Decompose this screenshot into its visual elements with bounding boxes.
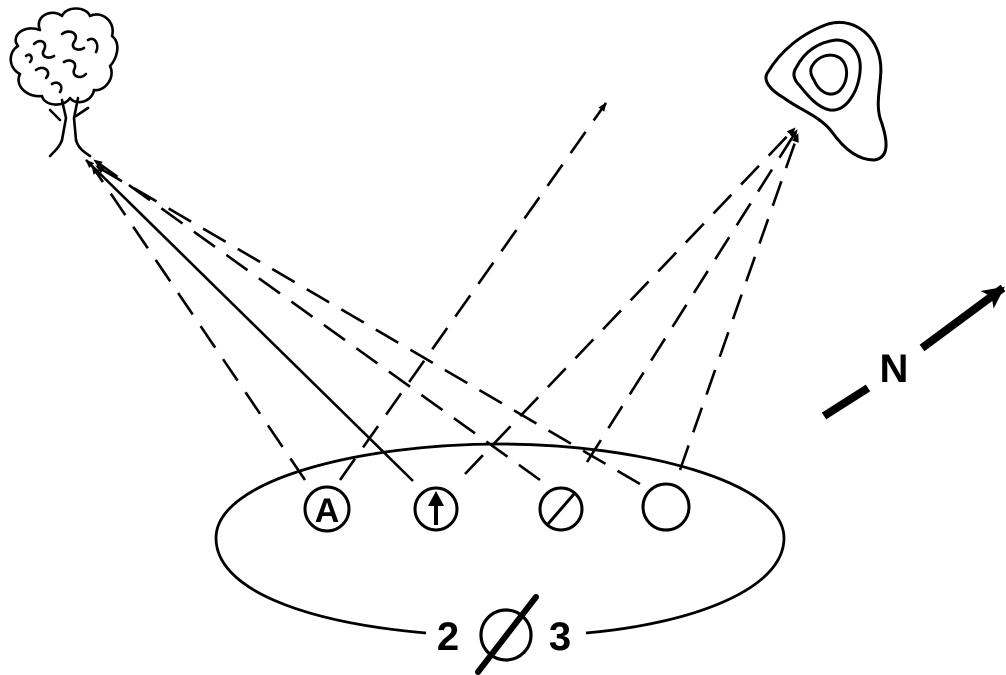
position-ellipse (214, 442, 786, 635)
tree-icon (9, 7, 119, 158)
bottom-label: 2 3 (437, 594, 571, 675)
north-arrow-icon: N (821, 284, 1006, 420)
hill-contour-icon (764, 21, 888, 162)
sight-line-a-to-tree (90, 165, 307, 481)
north-label: N (880, 347, 909, 391)
bottom-slash (475, 594, 539, 675)
symbol-a: A (303, 485, 351, 533)
arrow-point-icon (413, 486, 459, 532)
bottom-label-three: 3 (549, 615, 571, 659)
sight-line-arrow-to-tree (85, 159, 414, 482)
empty-circle-symbol (641, 482, 691, 532)
sight-line-circle-to-tree (95, 164, 641, 486)
symbol-a-label: A (315, 492, 340, 530)
sight-line-arrow-to-hill (464, 127, 796, 475)
symbol-a-circle (303, 485, 351, 533)
bottom-label-two: 2 (437, 615, 459, 659)
sight-line-slash-to-tree (93, 158, 541, 482)
sight-lines (85, 102, 800, 486)
sight-line-a-to-open-direction (338, 102, 608, 481)
sight-line-slash-to-hill (585, 129, 799, 463)
sight-line-circle-to-hill (678, 133, 800, 471)
slashed-circle-icon (538, 486, 584, 532)
